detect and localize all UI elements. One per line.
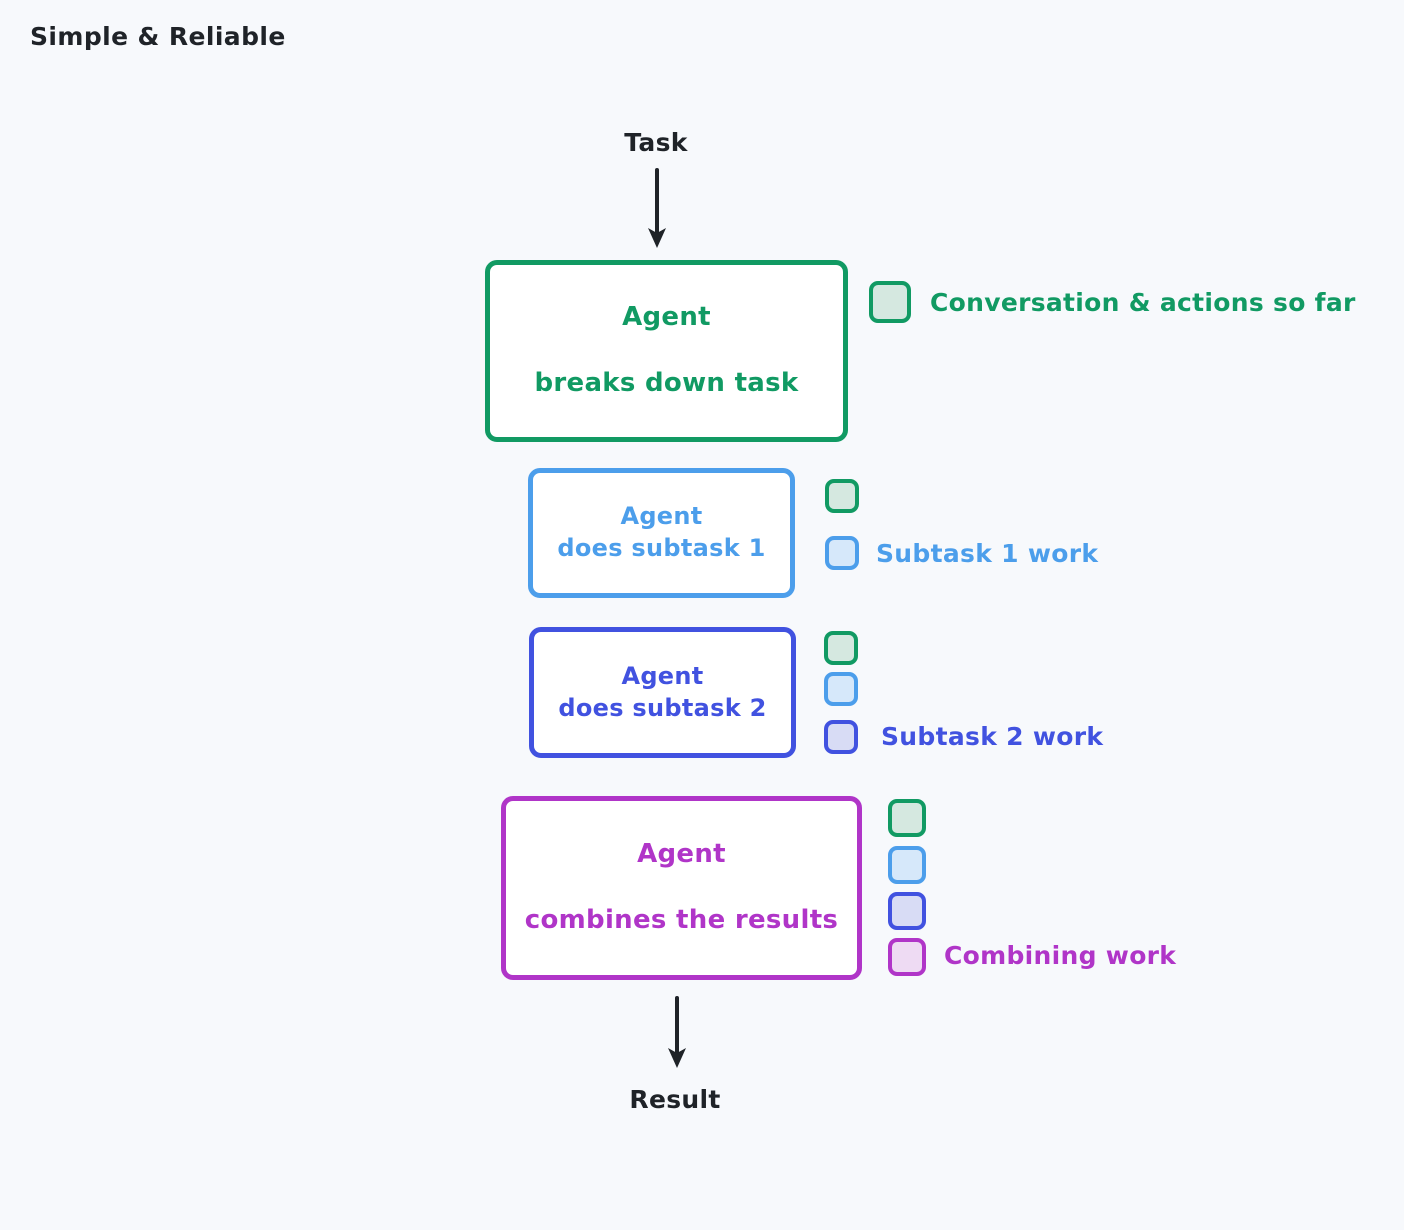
context-chip-conversation — [888, 799, 926, 837]
agent-box-subtask-2-line1: Agent — [621, 661, 704, 690]
context-chip-subtask-2 — [824, 720, 858, 754]
context-chip-subtask-1 — [888, 846, 926, 884]
arrow-task-to-agent — [648, 168, 666, 248]
context-chip-conversation — [869, 281, 911, 323]
agent-box-subtask-1-line1: Agent — [620, 502, 703, 531]
context-chip-conversation — [824, 631, 858, 665]
agent-box-combine-line2: combines the results — [524, 905, 839, 935]
agent-box-combine[interactable]: Agent combines the results — [501, 796, 862, 980]
page-title: Simple & Reliable — [30, 22, 286, 51]
agent-box-combine-line1: Agent — [637, 839, 726, 870]
agent-box-breakdown-line2: breaks down task — [534, 368, 799, 398]
legend-label-subtask-2: Subtask 2 work — [881, 722, 1104, 751]
agent-box-subtask-1-line2: does subtask 1 — [557, 534, 766, 562]
result-output-label: Result — [629, 1085, 721, 1114]
legend-label-subtask-1: Subtask 1 work — [876, 539, 1099, 568]
arrow-agent-to-result — [668, 996, 686, 1068]
agent-box-breakdown[interactable]: Agent breaks down task — [485, 260, 848, 442]
legend-label-conversation: Conversation & actions so far — [930, 288, 1356, 317]
agent-box-subtask-2[interactable]: Agent does subtask 2 — [529, 627, 796, 758]
agent-box-subtask-2-line2: does subtask 2 — [558, 693, 767, 722]
context-chip-conversation — [825, 479, 859, 513]
task-input-label: Task — [624, 128, 688, 157]
context-chip-subtask-1 — [824, 672, 858, 706]
context-chip-combining — [888, 938, 926, 976]
legend-label-combining: Combining work — [944, 941, 1177, 970]
agent-box-subtask-1[interactable]: Agent does subtask 1 — [528, 468, 795, 598]
context-chip-subtask-2 — [888, 892, 926, 930]
agent-box-breakdown-line1: Agent — [622, 302, 711, 333]
context-chip-subtask-1 — [825, 536, 859, 570]
